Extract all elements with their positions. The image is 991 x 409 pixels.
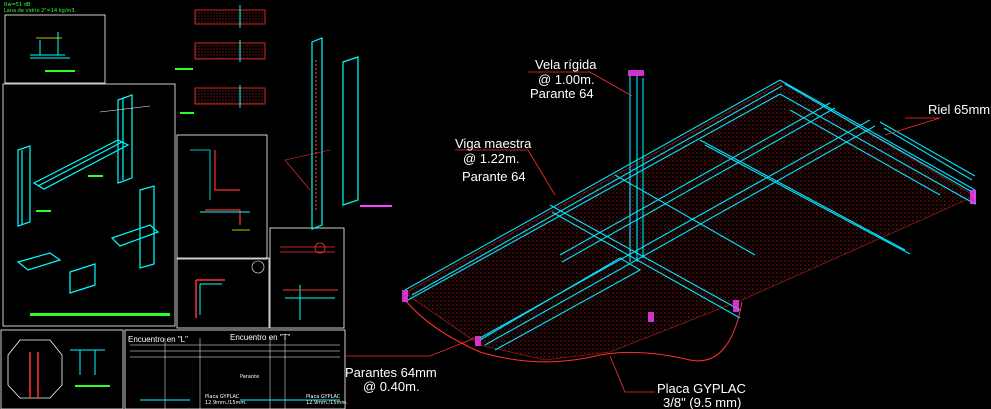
- placa-right-size: 12.9mm./15mm.: [306, 400, 348, 406]
- label-leaders: [345, 71, 941, 393]
- viga-maestra-spacing: @ 1.22m.: [463, 151, 520, 166]
- parantes-spacing: @ 0.40m.: [363, 379, 420, 394]
- acoustic-rating-note: Rw=51 dB: [4, 2, 31, 8]
- stud-elevation: [284, 37, 392, 230]
- viga-maestra-type: Parante 64: [462, 169, 526, 184]
- encuentro-t-label: Encuentro en "T": [230, 333, 291, 342]
- detail-box-steel-frame: [2, 83, 176, 327]
- parante-label: Parante: [240, 374, 259, 380]
- wall-section-strips: [175, 5, 266, 114]
- insulation-note: Lana de vidrio 2"=14 kg/m3.: [4, 8, 77, 14]
- placa-left-size: 12.9mm./15mm.: [205, 400, 247, 406]
- parantes-label: Parantes 64mm: [345, 365, 437, 380]
- placa-left-label: Placa GYPLAC: [205, 394, 240, 400]
- vela-rigida-spacing: @ 1.00m.: [538, 72, 595, 87]
- isometric-ceiling-assembly: [402, 70, 976, 363]
- detail-box-ceiling-joint: [269, 227, 345, 329]
- detail-box-corner: [176, 257, 270, 329]
- vela-rigida-type: Parante 64: [530, 86, 594, 101]
- encuentro-details: Encuentro en "L" Encuentro en "T" Parant…: [124, 329, 348, 409]
- placa-gyplac-label: Placa GYPLAC: [657, 381, 746, 396]
- placa-gyplac-thickness: 3/8" (9.5 mm): [663, 395, 741, 409]
- top-left-notes: Rw=51 dB Lana de vidrio 2"=14 kg/m3.: [4, 2, 77, 14]
- detail-octagon: [0, 329, 124, 409]
- detail-box-wall-sections: [176, 134, 268, 260]
- detail-box-top: [4, 14, 106, 84]
- encuentro-l-label: Encuentro en "L": [128, 335, 188, 344]
- placa-right-label: Placa GYPLAC: [306, 394, 341, 400]
- vela-rigida-label: Vela rígida: [535, 57, 597, 72]
- board-edge: [404, 299, 743, 363]
- viga-maestra-label: Viga maestra: [455, 136, 532, 151]
- riel-label: Riel 65mm.: [928, 102, 991, 117]
